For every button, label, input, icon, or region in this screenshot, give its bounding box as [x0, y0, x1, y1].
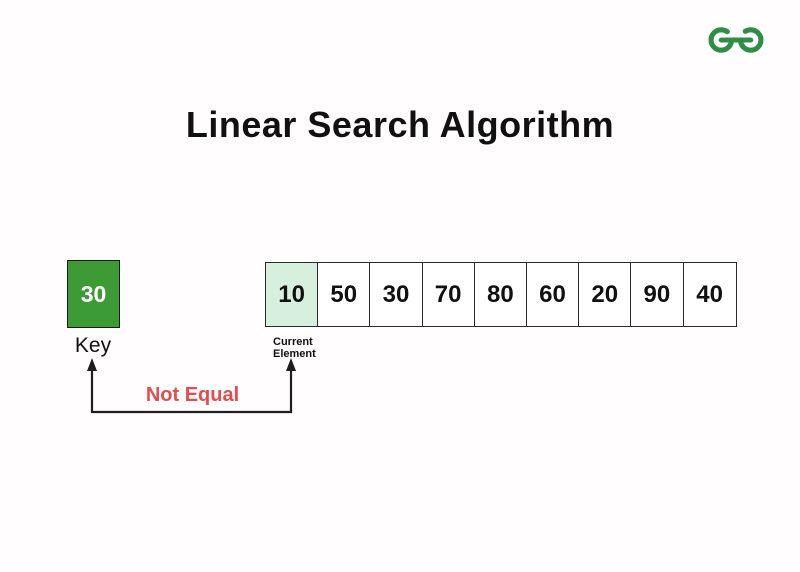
array-cell: 60 — [527, 263, 580, 326]
page-title: Linear Search Algorithm — [185, 104, 615, 145]
array-cell: 80 — [475, 263, 527, 326]
current-element-label-line1: Current — [273, 336, 313, 348]
key-box: 30 — [67, 260, 120, 328]
array-cell: 70 — [423, 263, 475, 326]
array-cell: 40 — [696, 280, 723, 308]
arrowhead-right — [286, 358, 296, 371]
current-element-label-line2: Element — [273, 348, 316, 360]
key-label: Key — [74, 334, 112, 357]
array-cell: 30 — [370, 263, 423, 326]
array-cell: 20 — [579, 263, 632, 326]
current-element-label: Current Element — [273, 336, 316, 360]
array-cell: 10 — [266, 263, 319, 326]
geeksforgeeks-logo — [708, 27, 764, 53]
array-cell: 50 — [318, 263, 371, 326]
arrowhead-left — [87, 358, 97, 371]
array-cell: 90 — [631, 263, 684, 326]
not-equal-arrow — [87, 358, 296, 414]
not-equal-label: Not Equal — [145, 384, 240, 406]
